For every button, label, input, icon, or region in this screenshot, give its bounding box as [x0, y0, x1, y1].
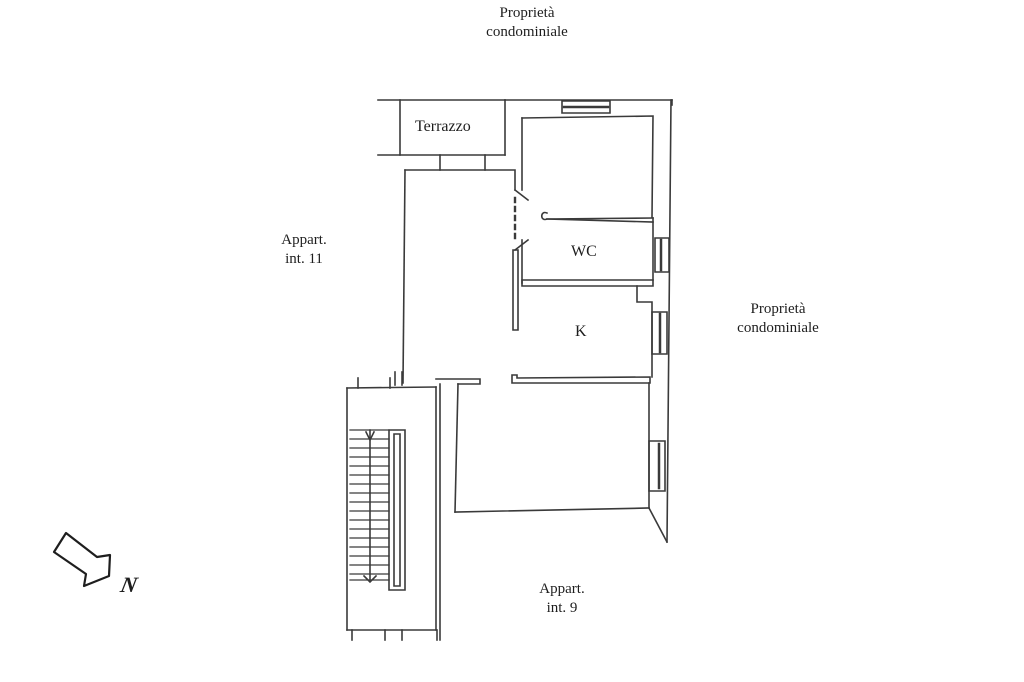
label-right-line2: condominiale — [737, 320, 819, 336]
label-left-line1: Appart. — [281, 232, 327, 248]
label-bottom-apartment: Appart. int. 9 — [520, 580, 604, 618]
room-label-kitchen: K — [575, 323, 587, 340]
label-top-line2: condominiale — [486, 24, 568, 40]
room-label-terrace: Terrazzo — [415, 118, 471, 135]
living-outline — [403, 170, 528, 383]
bedroom-top-outline — [522, 116, 653, 217]
top-outer-wall — [505, 100, 672, 113]
label-left-line2: int. 11 — [285, 251, 323, 267]
right-exterior-wall — [667, 100, 671, 542]
right-outer-wall-lower — [649, 508, 667, 542]
label-left-apartment: Appart. int. 11 — [262, 231, 346, 269]
room-label-bathroom: WC — [571, 243, 597, 260]
stairwell-outline — [347, 372, 437, 640]
north-arrow-icon — [54, 533, 110, 586]
label-top-common-property: Proprietà condominiale — [472, 4, 582, 42]
terrace-outline — [378, 100, 505, 170]
bathroom-outline — [522, 213, 669, 286]
label-bottom-line2: int. 9 — [546, 600, 578, 616]
label-bottom-line1: Appart. — [539, 581, 585, 597]
label-right-common-property: Proprietà condominiale — [722, 300, 834, 338]
label-right-line1: Proprietà — [750, 301, 806, 317]
label-top-line1: Proprietà — [499, 5, 555, 21]
kitchen-outline — [512, 286, 667, 383]
bedroom-bottom-outline — [436, 379, 665, 640]
